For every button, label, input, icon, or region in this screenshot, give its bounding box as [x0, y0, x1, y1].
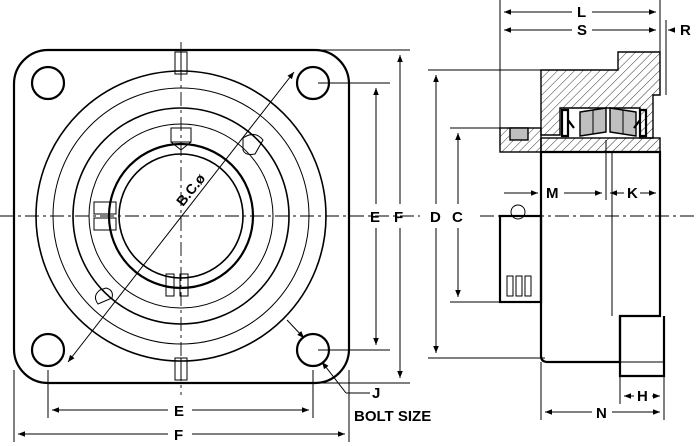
- f-right-label: F: [394, 209, 403, 226]
- bolt-hole-top-left: [30, 65, 66, 101]
- c-label: C: [452, 209, 463, 226]
- s-label: S: [577, 22, 587, 39]
- grease-fitting-side: [510, 204, 526, 220]
- e-right-label: E: [370, 209, 380, 226]
- side-view: D C: [428, 0, 697, 422]
- bolt-circle-dimension: [67, 71, 295, 363]
- h-label: H: [637, 388, 648, 405]
- l-label: L: [577, 4, 586, 21]
- k-label: K: [627, 185, 638, 202]
- j-leader-b: [321, 361, 347, 394]
- e-bottom-label: E: [174, 403, 184, 420]
- j-leader-a: [286, 319, 305, 339]
- bolt-hole-bottom-left: [30, 332, 66, 368]
- inner-ring-section: [540, 137, 661, 153]
- flange-outline: [12, 48, 351, 385]
- f-bottom-label: F: [174, 427, 183, 444]
- n-label: N: [596, 405, 607, 422]
- j-label: J: [372, 385, 380, 402]
- bolt-circle-label: B.C.ø: [173, 170, 209, 209]
- bolt-size-label: BOLT SIZE: [354, 408, 431, 425]
- seal-left: [560, 108, 575, 138]
- grease-fitting-top-side: [509, 127, 529, 141]
- front-view: B.C.ø J BOLT SIZE E F E F: [0, 42, 431, 444]
- d-label: D: [430, 209, 441, 226]
- housing-pilot: [618, 316, 666, 378]
- collar-setscrew-lower: [506, 275, 532, 297]
- m-label: M: [546, 185, 559, 202]
- collar-lower: [498, 214, 543, 304]
- seal-right: [633, 108, 648, 138]
- rollers: [579, 107, 637, 137]
- r-label: R: [680, 22, 691, 39]
- slot-lower-left: [94, 287, 113, 305]
- housing-body: [539, 150, 662, 364]
